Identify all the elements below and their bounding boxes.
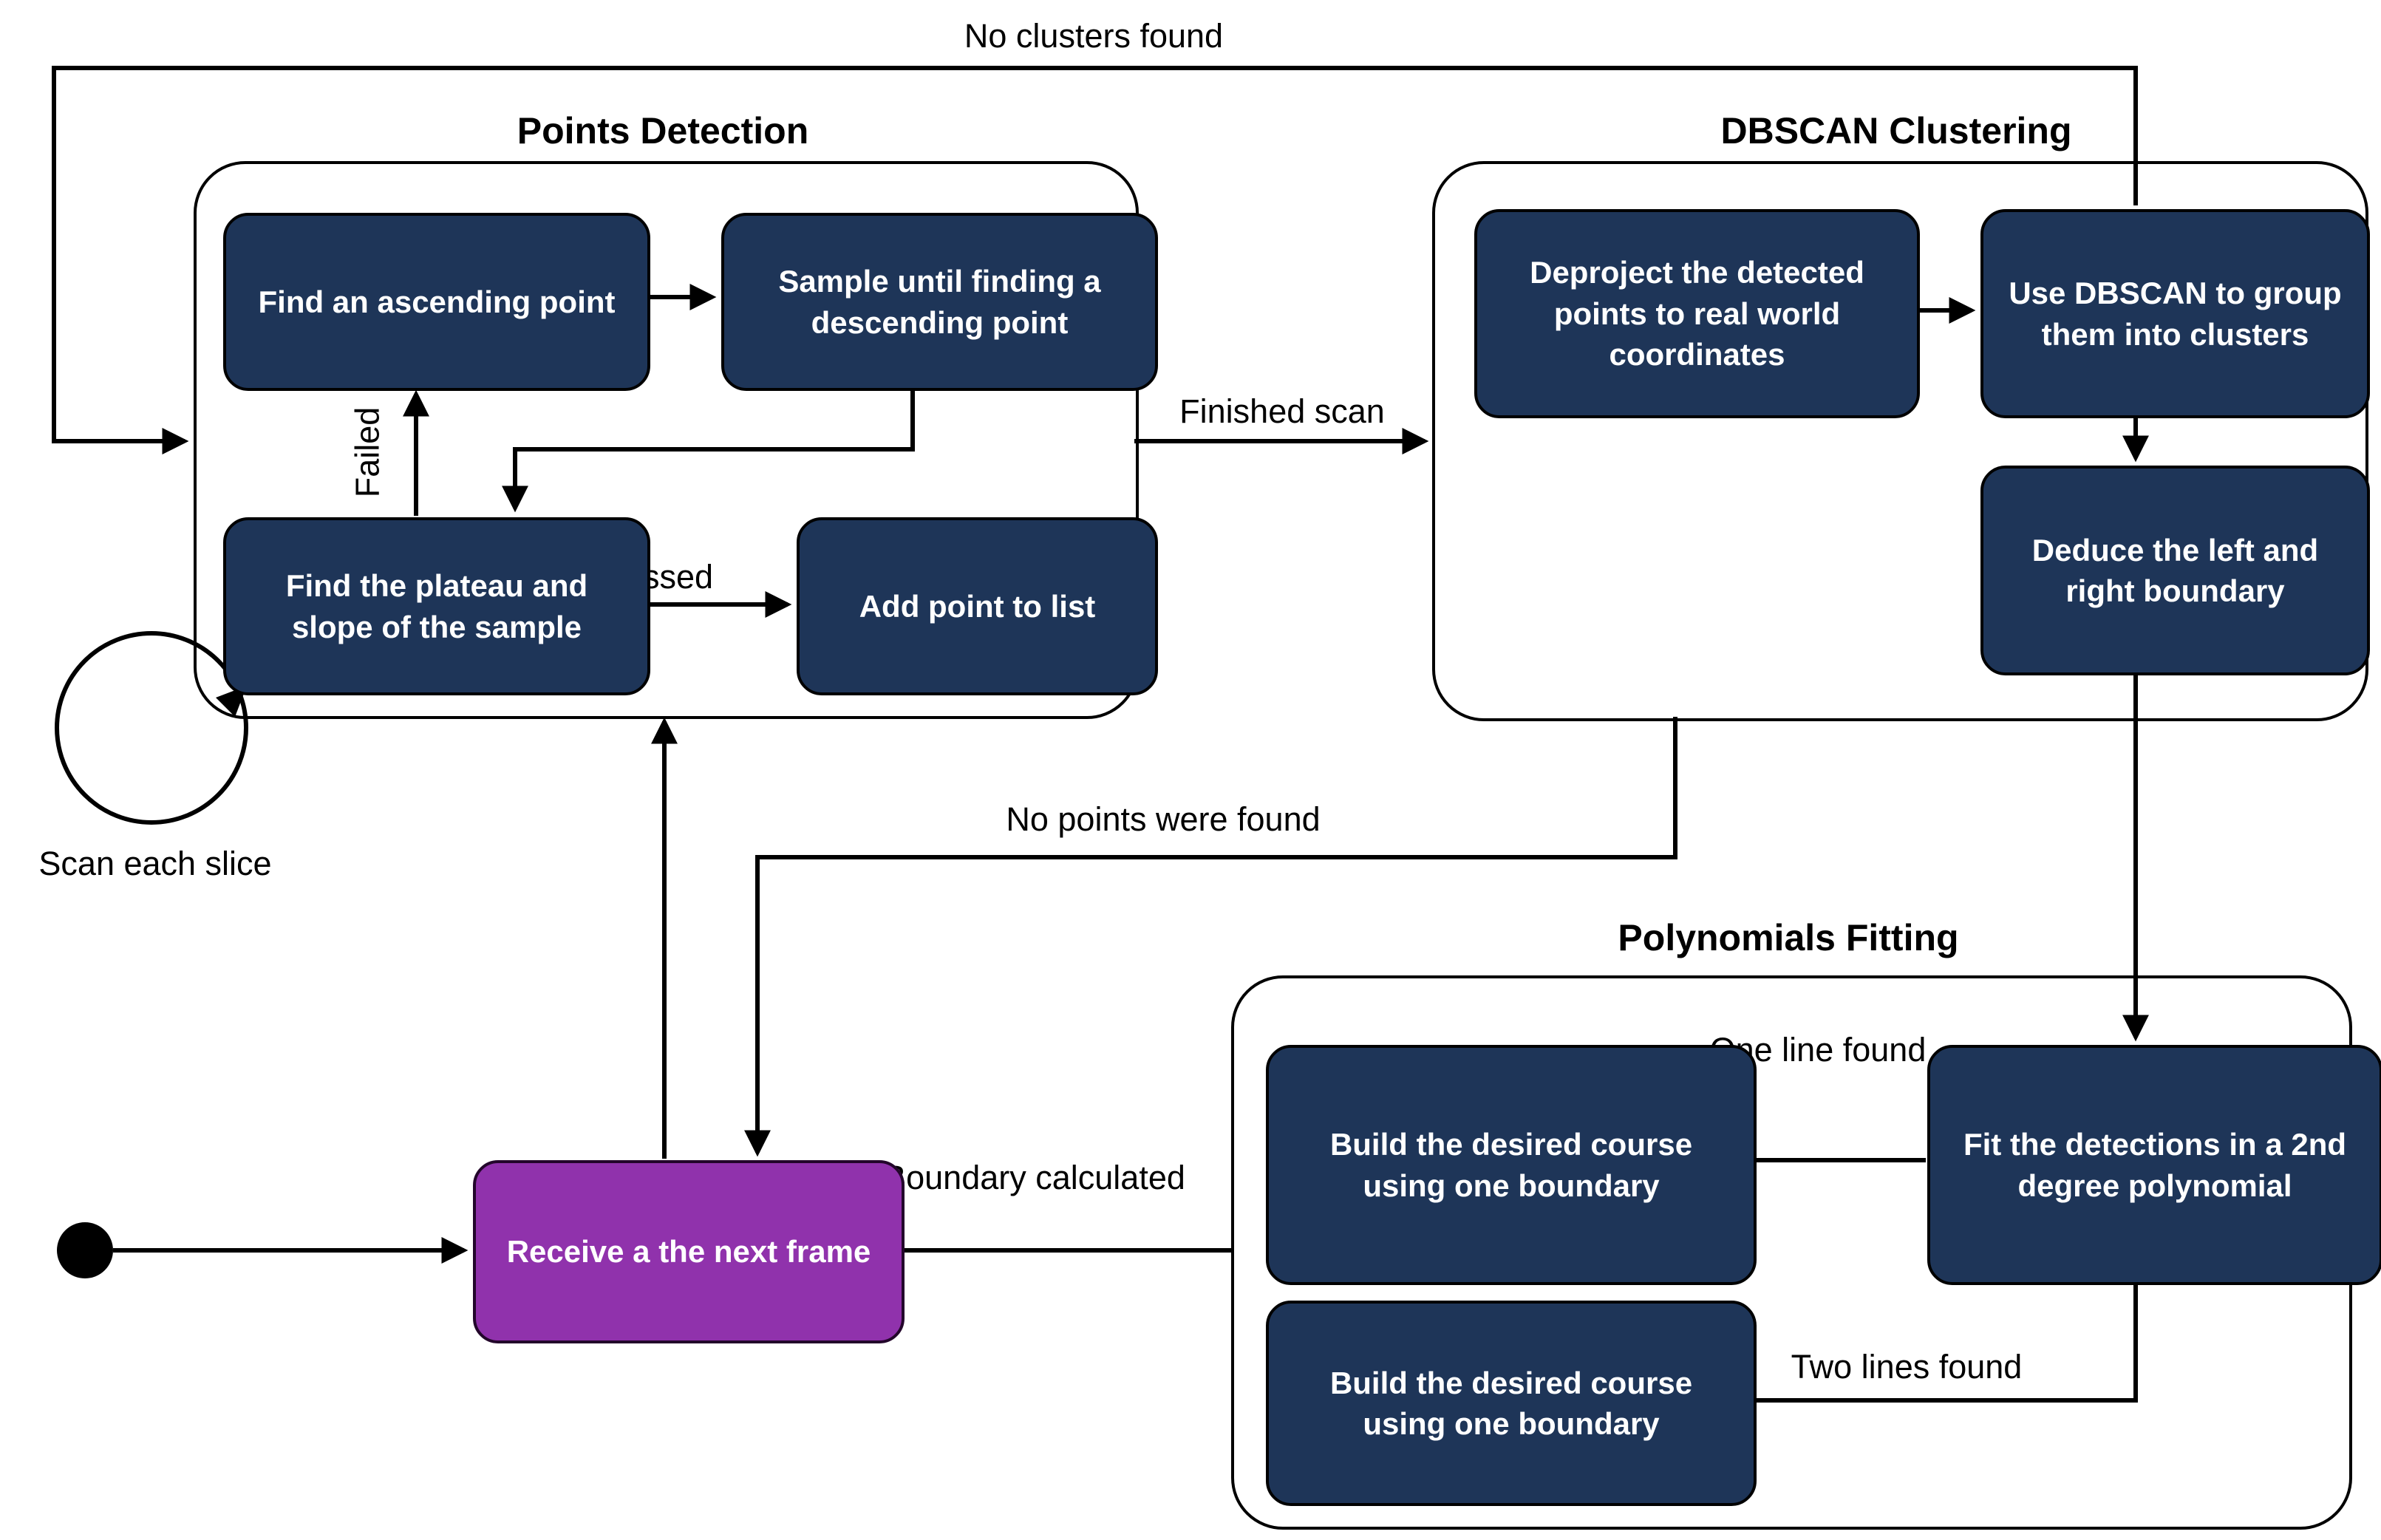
start-state-dot xyxy=(57,1222,113,1278)
node-label: Receive a the next frame xyxy=(506,1234,871,1270)
edge-sample-to-plateau xyxy=(502,386,915,513)
node-deproject-points: Deproject the detected points to real wo… xyxy=(1474,209,1920,418)
node-find-ascending-point: Find an ascending point xyxy=(223,213,650,391)
node-label: Build the desired course using one bound… xyxy=(1329,1365,1693,1441)
node-label: Deduce the left and right boundary xyxy=(2031,532,2319,608)
node-receive-next-frame: Receive a the next frame xyxy=(473,1160,905,1343)
node-add-point-to-list: Add point to list xyxy=(797,517,1158,695)
node-label: Deproject the detected points to real wo… xyxy=(1530,255,1864,372)
node-fit-2nd-degree-polynomial: Fit the detections in a 2nd degree polyn… xyxy=(1927,1045,2381,1285)
node-label: Sample until finding a descending point xyxy=(778,264,1101,340)
edge-label-two-lines-found: Two lines found xyxy=(1791,1348,2023,1386)
edge-label-boundary-calculated: Boundary calculated xyxy=(884,1159,1185,1196)
group-dbscan-clustering xyxy=(1432,161,2368,721)
node-sample-until-descending: Sample until finding a descending point xyxy=(721,213,1158,391)
node-deduce-left-right-boundary: Deduce the left and right boundary xyxy=(1980,466,2370,675)
self-loop-scan-each-slice xyxy=(55,631,248,825)
node-find-plateau-slope: Find the plateau and slope of the sample xyxy=(223,517,650,695)
node-use-dbscan: Use DBSCAN to group them into clusters xyxy=(1980,209,2370,418)
edge-no-clusters-found xyxy=(52,66,2138,454)
edge-label-no-clusters-found: No clusters found xyxy=(964,17,1224,55)
group-title-dbscan-clustering: DBSCAN Clustering xyxy=(1720,110,2072,151)
group-title-polynomials-fitting: Polynomials Fitting xyxy=(1618,917,1959,958)
node-label: Use DBSCAN to group them into clusters xyxy=(2009,276,2342,352)
node-label: Add point to list xyxy=(859,588,1096,624)
node-build-course-one-line: Build the desired course using one bound… xyxy=(1266,1045,1757,1285)
edge-label-scan-each-slice: Scan each slice xyxy=(38,845,272,882)
node-label: Find the plateau and slope of the sample xyxy=(285,568,588,644)
edge-label-no-points-were-found: No points were found xyxy=(1006,800,1321,838)
edge-no-points-were-found xyxy=(744,717,1677,1157)
edge-label-failed: Failed xyxy=(348,406,386,498)
node-label: Build the desired course using one bound… xyxy=(1329,1127,1693,1203)
node-label: Find an ascending point xyxy=(258,284,616,319)
group-title-points-detection: Points Detection xyxy=(517,110,809,151)
edge-two-lines-found xyxy=(1689,1281,2138,1414)
node-label: Fit the detections in a 2nd degree polyn… xyxy=(1963,1127,2347,1203)
edge-label-finished-scan: Finished scan xyxy=(1179,392,1385,430)
node-build-course-two-lines: Build the desired course using one bound… xyxy=(1266,1301,1757,1506)
